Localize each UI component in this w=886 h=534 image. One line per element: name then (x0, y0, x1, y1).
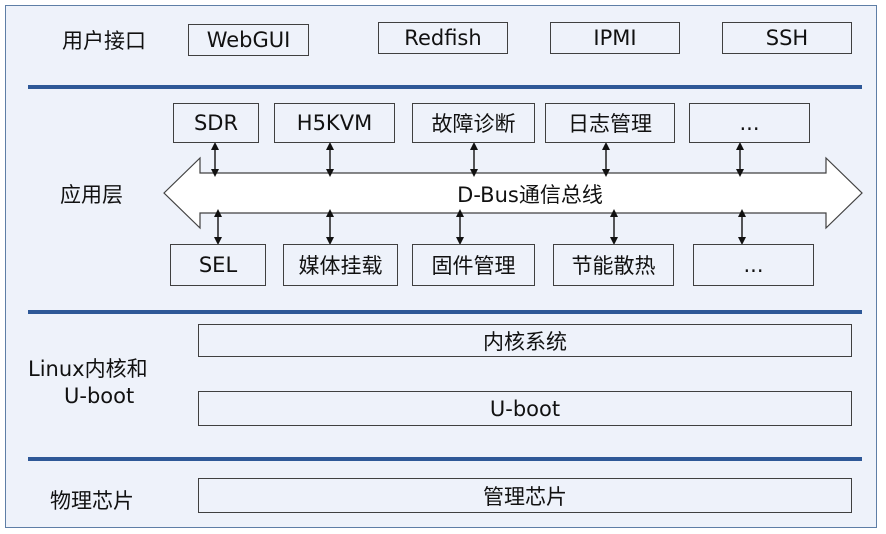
ipmi-box: IPMI (550, 22, 680, 54)
log-management-box: 日志管理 (545, 103, 675, 143)
ssh-box: SSH (722, 22, 852, 54)
d-bus-arrow (163, 156, 863, 230)
kernel-layer-label-line2: U-boot (64, 384, 135, 408)
more-bottom-box: ... (693, 244, 814, 286)
separator-3 (28, 457, 862, 461)
kernel-system-box: 内核系统 (198, 324, 852, 357)
u-boot-box: U-boot (198, 391, 852, 426)
fault-diagnosis-box: 故障诊断 (412, 103, 535, 143)
bottom-connectors (214, 209, 746, 245)
energy-cooling-box: 节能散热 (553, 244, 674, 286)
top-connectors (211, 142, 744, 177)
media-mount-box: 媒体挂载 (283, 244, 398, 286)
firmware-management-box: 固件管理 (412, 244, 535, 286)
h5kvm-box: H5KVM (274, 103, 395, 143)
sel-box: SEL (170, 244, 266, 286)
redfish-box: Redfish (378, 22, 508, 54)
application-layer-label: 应用层 (60, 183, 123, 207)
management-chip-box: 管理芯片 (198, 478, 852, 513)
physical-layer-label: 物理芯片 (50, 489, 134, 513)
sdr-box: SDR (173, 103, 259, 143)
webgui-box: WebGUI (188, 24, 309, 56)
separator-2 (28, 310, 862, 314)
separator-1 (28, 85, 862, 89)
d-bus-label: D-Bus通信总线 (457, 183, 603, 207)
kernel-layer-label-line1: Linux内核和 (28, 357, 148, 381)
user-interface-label: 用户接口 (62, 29, 146, 53)
more-top-box: ... (689, 103, 810, 143)
